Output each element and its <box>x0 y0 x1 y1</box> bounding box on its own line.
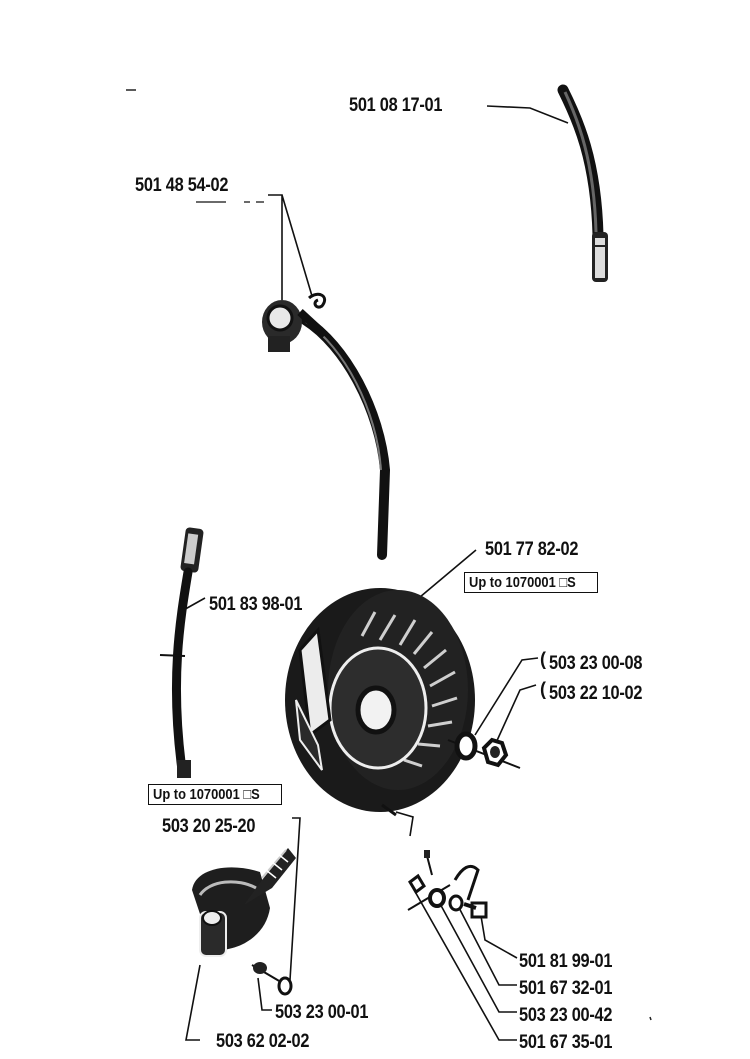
part-number-label: 503 62 02-02 <box>216 1031 310 1052</box>
ht-lead-assembly <box>262 292 391 560</box>
flywheel <box>285 588 475 817</box>
spark-plug-cap-tube <box>557 84 608 282</box>
ignition-module <box>192 848 296 957</box>
part-number-label: 501 67 32-01 <box>519 978 613 999</box>
part-number-label: 503 22 10-02 <box>549 683 643 704</box>
part-number-label: 501 77 82-02 <box>485 539 579 560</box>
washer-nut <box>447 731 521 769</box>
part-number-label: 503 23 00-08 <box>549 653 643 674</box>
serial-note-box: Up to 1070001 □S <box>464 572 599 593</box>
module-screw <box>251 962 293 996</box>
serial-note-text: Up to 1070001 □S <box>153 786 260 803</box>
bracket-mark: ( <box>540 679 546 699</box>
part-number-label: 503 23 00-01 <box>275 1002 369 1023</box>
part-number-label: 501 67 35-01 <box>519 1032 613 1053</box>
leader-lines <box>179 105 569 1041</box>
serial-note-text: Up to 1070001 □S <box>469 574 576 591</box>
part-number-label: 503 23 00-42 <box>519 1005 613 1026</box>
part-number-label: 501 81 99-01 <box>519 951 613 972</box>
part-number-label: 501 83 98-01 <box>209 594 303 615</box>
part-number-label: 501 48 54-02 <box>135 175 229 196</box>
bracket-mark: ( <box>540 649 546 669</box>
switch-hardware <box>407 850 488 919</box>
part-number-label: 503 20 25-20 <box>162 816 256 837</box>
serial-note-box: Up to 1070001 □S <box>148 784 283 805</box>
ignition-lead <box>159 527 204 778</box>
part-number-label: 501 08 17-01 <box>349 95 443 116</box>
